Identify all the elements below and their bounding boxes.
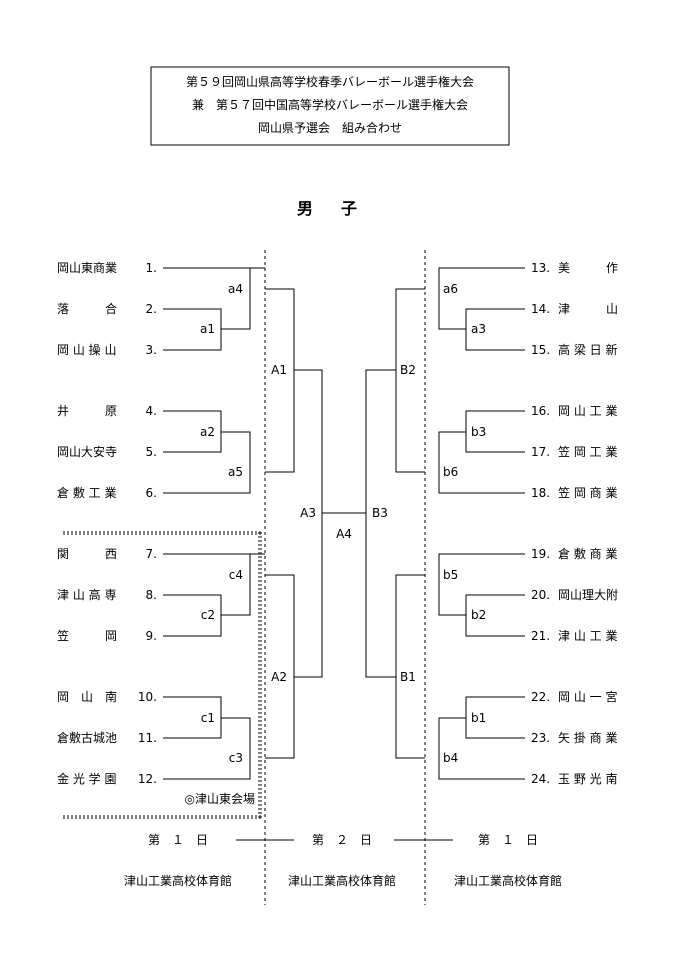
team-number: 18. xyxy=(531,486,550,500)
team-name: 笠 岡 xyxy=(57,628,117,643)
match-label-a6: a6 xyxy=(443,282,458,296)
match-label-b3: b3 xyxy=(471,425,486,439)
team-name: 岡 山 一 宮 xyxy=(558,689,617,704)
right-match-labels: a6 a3 b3 b6 b5 b2 b1 b4 B2 B1 B3 xyxy=(372,282,486,765)
left-match-labels: a4 a1 a2 a5 c4 c2 c1 c3 A1 A2 A3 A4 xyxy=(200,282,352,765)
day-label-right: 第 １ 日 xyxy=(478,833,538,847)
team-number: 14. xyxy=(531,302,550,316)
team-number: 11. xyxy=(138,731,157,745)
team-name: 岡 山 工 業 xyxy=(558,404,617,418)
team-number: 22. xyxy=(531,690,550,704)
team-name: 岡 山 南 xyxy=(57,689,117,704)
team-number: 15. xyxy=(531,343,550,357)
team-number: 9. xyxy=(146,629,157,643)
venue-note: ◎津山東会場 xyxy=(185,792,255,806)
team-name: 岡山理大附 xyxy=(558,588,618,602)
match-label-A4: A4 xyxy=(336,527,352,541)
venue-left: 津山工業高校体育館 xyxy=(124,873,232,888)
match-label-c3: c3 xyxy=(229,751,243,765)
team-number: 5. xyxy=(146,445,157,459)
team-number: 17. xyxy=(531,445,550,459)
team-name: 矢 掛 商 業 xyxy=(558,730,617,745)
team-name: 玉 野 光 南 xyxy=(558,771,617,786)
match-label-A3: A3 xyxy=(300,506,316,520)
team-number: 24. xyxy=(531,772,550,786)
venue-boundary xyxy=(63,531,263,819)
match-label-a4: a4 xyxy=(228,282,243,296)
team-name: 井 原 xyxy=(57,404,117,418)
match-label-b5: b5 xyxy=(443,568,458,582)
venue-center: 津山工業高校体育館 xyxy=(288,873,396,888)
match-label-B1: B1 xyxy=(400,670,416,684)
venue-right: 津山工業高校体育館 xyxy=(454,873,562,888)
team-number: 20. xyxy=(531,588,550,602)
team-number: 23. xyxy=(531,731,550,745)
team-number: 2. xyxy=(146,302,157,316)
team-number: 1. xyxy=(146,261,157,275)
team-name: 倉敷古城池 xyxy=(57,730,117,745)
match-label-b6: b6 xyxy=(443,465,458,479)
team-number: 21. xyxy=(531,629,550,643)
match-label-a2: a2 xyxy=(200,425,215,439)
left-team-list: 岡山東商業 落 合 岡 山 操 山 井 原 岡山大安寺 倉 敷 工 業 関 西 … xyxy=(57,260,157,786)
match-label-a1: a1 xyxy=(200,322,215,336)
team-name: 津 山 工 業 xyxy=(558,629,617,643)
match-label-B3: B3 xyxy=(372,506,388,520)
match-label-a3: a3 xyxy=(471,322,486,336)
header-box xyxy=(150,66,510,146)
left-bracket xyxy=(163,267,366,780)
team-name: 岡山大安寺 xyxy=(57,444,117,459)
match-label-A1: A1 xyxy=(271,363,287,377)
header-line-3: 岡山県予選会 組み合わせ xyxy=(258,120,402,135)
team-name: 岡 山 操 山 xyxy=(57,342,116,357)
team-name: 落 合 xyxy=(57,301,117,316)
team-name: 津 山 高 専 xyxy=(57,587,116,602)
match-label-c2: c2 xyxy=(201,608,215,622)
match-label-b2: b2 xyxy=(471,608,486,622)
venue-row: 津山工業高校体育館 津山工業高校体育館 津山工業高校体育館 xyxy=(124,873,562,888)
day-label-center: 第 ２ 日 xyxy=(312,833,372,847)
day-label-left: 第 １ 日 xyxy=(148,833,208,847)
team-name: 津 山 xyxy=(558,302,618,316)
team-number: 4. xyxy=(146,404,157,418)
team-number: 7. xyxy=(146,547,157,561)
header-line-1: 第５９回岡山県高等学校春季バレーボール選手権大会 xyxy=(186,74,474,89)
team-number: 16. xyxy=(531,404,550,418)
team-name: 笠 岡 工 業 xyxy=(558,444,617,459)
team-name: 倉 敷 商 業 xyxy=(558,546,617,561)
match-label-B2: B2 xyxy=(400,363,416,377)
match-label-b4: b4 xyxy=(443,751,458,765)
header-line-2: 兼 第５７回中国高等学校バレーボール選手権大会 xyxy=(192,97,468,112)
team-name: 美 作 xyxy=(558,261,618,275)
day-row: 第 １ 日 第 ２ 日 第 １ 日 xyxy=(148,833,538,847)
match-label-c4: c4 xyxy=(229,568,243,582)
team-name: 倉 敷 工 業 xyxy=(57,485,116,500)
match-label-A2: A2 xyxy=(271,670,287,684)
team-name: 高 梁 日 新 xyxy=(558,342,617,357)
match-label-a5: a5 xyxy=(228,465,243,479)
team-number: 12. xyxy=(138,772,157,786)
team-name: 関 西 xyxy=(57,547,117,561)
team-number: 19. xyxy=(531,547,550,561)
right-team-list: 13. 14. 15. 16. 17. 18. 19. 20. 21. 22. … xyxy=(531,261,618,786)
division-title: 男 子 xyxy=(297,199,363,218)
team-name: 岡山東商業 xyxy=(57,260,117,275)
team-number: 13. xyxy=(531,261,550,275)
match-label-b1: b1 xyxy=(471,711,486,725)
right-bracket xyxy=(365,267,525,780)
team-number: 8. xyxy=(146,588,157,602)
team-number: 6. xyxy=(146,486,157,500)
team-name: 笠 岡 商 業 xyxy=(558,485,617,500)
match-label-c1: c1 xyxy=(201,711,215,725)
team-number: 10. xyxy=(138,690,157,704)
team-number: 3. xyxy=(146,343,157,357)
team-name: 金 光 学 園 xyxy=(57,771,116,786)
